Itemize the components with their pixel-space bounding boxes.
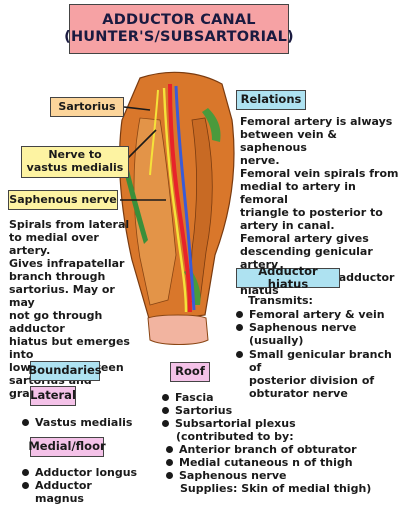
femoral-vein [174,85,196,311]
list-item: Fascia [162,391,362,404]
list-item: Adductor magnus [22,479,142,505]
label-adductor-hiatus-text: Adductor hiatus [258,263,318,291]
nerve-vastus-line [149,89,159,176]
saphenous-nerve-line [162,87,188,313]
label-lateral-text: Lateral [30,388,76,403]
transmits-list: Femoral artery & vein Saphenous nerve (u… [236,308,398,400]
title-line-2: (HUNTER'S/SUBSARTORIAL) [64,29,294,45]
roof-contributed: (contributed to by: [176,430,294,443]
label-boundaries-text: Boundaries [28,363,102,378]
label-relations: Relations [236,90,306,110]
label-roof: Roof [170,362,210,382]
label-nerve-vastus-text: Nerve to vastus medialis [26,148,124,174]
label-sartorius: Sartorius [50,97,124,117]
pointer-sartorius [123,106,151,111]
roof-sub-list: Anterior branch of obturator Medial cuta… [166,443,376,483]
label-nerve-vastus: Nerve to vastus medialis [21,146,129,178]
label-sartorius-text: Sartorius [58,99,116,113]
adductor-muscle-green [202,108,221,142]
page-title: ADDUCTOR CANAL (HUNTER'S/SUBSARTORIAL) [64,4,294,54]
label-saphenous-nerve: Saphenous nerve [8,190,118,210]
femoral-artery [168,83,192,313]
list-item: Vastus medialis [22,416,142,429]
label-boundaries: Boundaries [28,361,102,381]
list-item: Sartorius [162,404,362,417]
roof-list: Fascia Sartorius Subsartorial plexus [162,391,362,431]
list-item: Femoral artery & vein [236,308,398,321]
vastus-medialis-muscle [133,117,177,306]
transmits-heading: Transmits: [248,294,313,307]
label-medial-floor-text: Medial/floor [28,439,106,454]
list-item: Medial cutaneous n of thigh [166,456,376,469]
label-medial-floor: Medial/floor [28,437,106,457]
list-item: Small genicular branch of posterior divi… [236,348,398,401]
list-item: Adductor longus [22,466,142,479]
list-item: Anterior branch of obturator [166,443,376,456]
medial-floor-list: Adductor longus Adductor magnus [22,466,142,506]
label-relations-text: Relations [240,92,302,107]
list-item: Saphenous nerve [166,469,376,482]
knee-cap [147,314,209,345]
list-item: Subsartorial plexus [162,417,362,430]
title-line-1: ADDUCTOR CANAL [102,12,256,29]
label-saphenous-text: Saphenous nerve [9,192,117,206]
list-item: Saphenous nerve (usually) [236,321,398,347]
label-roof-text: Roof [175,364,205,379]
label-adductor-hiatus: Adductor hiatus [236,263,340,291]
label-lateral: Lateral [30,386,76,406]
pointer-nerve-vastus [127,129,157,159]
lateral-list: Vastus medialis [22,416,142,429]
roof-supplies: Supplies: Skin of medial thigh) [180,482,372,495]
